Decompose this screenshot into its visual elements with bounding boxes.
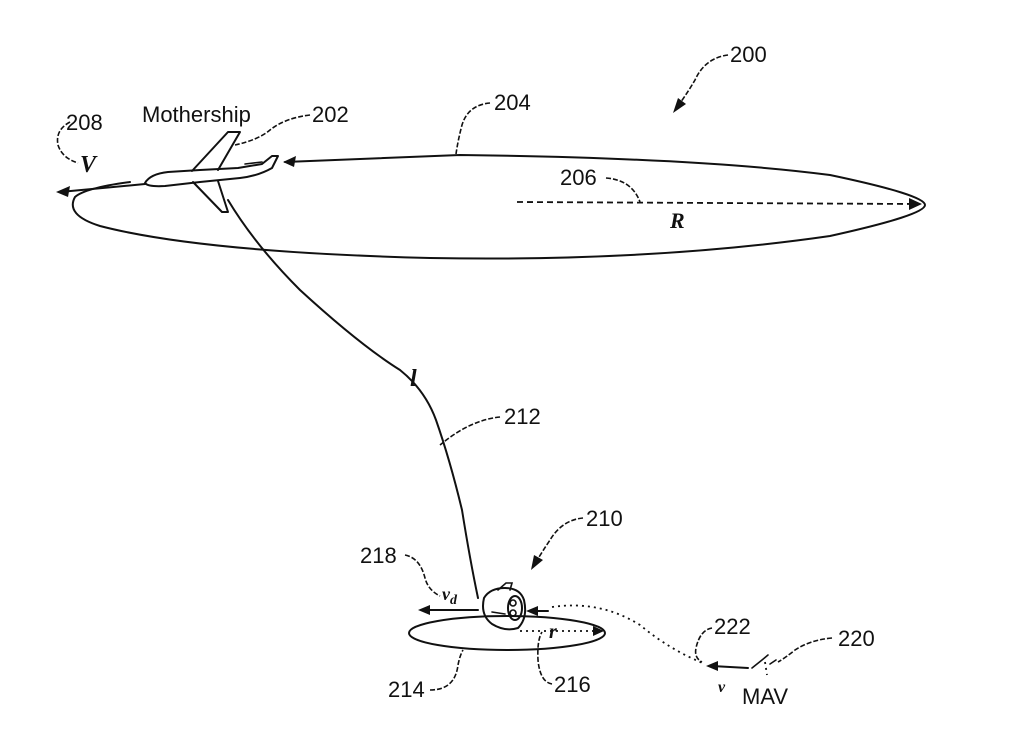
ref-220: 220	[838, 626, 875, 651]
ref-216: 216	[554, 672, 591, 697]
orbit-arrow-head	[283, 156, 296, 167]
small-orbit-ellipse	[408, 615, 606, 651]
tether-line	[227, 199, 479, 599]
symbol-v: v	[718, 679, 726, 696]
ref-210: 210	[586, 506, 623, 531]
symbol-l: l	[410, 366, 417, 392]
ref-204: 204	[494, 90, 531, 115]
drogue-velocity-arrow-head	[418, 605, 430, 615]
ref-208: 208	[66, 110, 103, 135]
leader-200	[677, 54, 729, 107]
ref-218: 218	[360, 543, 397, 568]
mav-path-dotted	[551, 604, 706, 665]
ref-202: 202	[312, 102, 349, 127]
symbol-r: r	[549, 621, 557, 643]
leader-218	[404, 554, 441, 597]
mothership-airplane	[144, 131, 279, 213]
leader-210	[535, 517, 584, 563]
drogue-body	[482, 582, 527, 631]
radius-large-dashed	[516, 201, 916, 205]
velocity-v-arrow-head	[56, 186, 70, 197]
velocity-v-arrow	[59, 183, 146, 193]
leader-210-arrow-head	[531, 555, 543, 570]
mav-approach-arrow-head	[526, 606, 538, 616]
ref-206: 206	[560, 165, 597, 190]
leader-208	[56, 121, 79, 164]
large-orbit-ellipse	[71, 154, 926, 260]
leader-200-arrow-head	[673, 98, 686, 113]
mav-vehicle	[751, 654, 777, 676]
symbol-vd-base: v	[442, 584, 451, 604]
leader-202	[234, 114, 311, 146]
leader-220	[777, 637, 833, 663]
leader-214	[429, 649, 464, 691]
ref-212: 212	[504, 404, 541, 429]
leader-204	[455, 102, 491, 155]
leader-212	[439, 416, 501, 446]
leader-206	[605, 177, 641, 203]
mav-velocity-arrow-head	[706, 661, 718, 671]
ref-214: 214	[388, 677, 425, 702]
symbol-V: V	[80, 152, 98, 178]
leader-216	[537, 631, 553, 685]
radius-large-arrow-head	[909, 198, 922, 210]
radius-small-arrow-head	[593, 626, 604, 636]
mav-label: MAV	[742, 684, 788, 709]
mothership-label: Mothership	[142, 102, 251, 127]
symbol-vd: vd	[442, 584, 458, 608]
symbol-R: R	[669, 208, 685, 233]
leader-222	[694, 627, 713, 663]
symbol-vd-sub: d	[450, 593, 458, 608]
ref-222: 222	[714, 614, 751, 639]
ref-200: 200	[730, 42, 767, 67]
